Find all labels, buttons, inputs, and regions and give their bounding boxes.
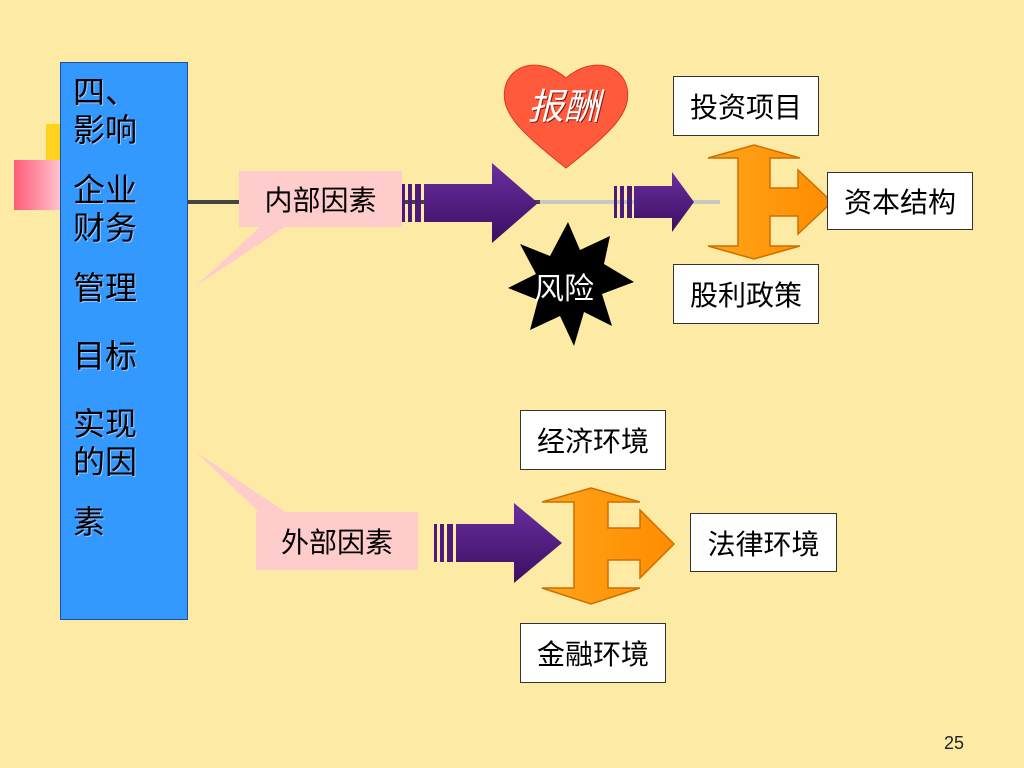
title-box: 四、 影响 企业 财务 管理 目标 实现 的因 素 xyxy=(60,62,188,620)
title-line: 目标 xyxy=(73,337,138,375)
heart-icon xyxy=(503,64,629,169)
decor-pink-square xyxy=(14,160,66,210)
title-line: 实现 的因 xyxy=(73,405,138,481)
capital-structure-box: 资本结构 xyxy=(827,172,973,230)
title-line: 四、 影响 xyxy=(73,73,138,149)
reward-label: 报酬 xyxy=(528,87,601,128)
title-line: 企业 财务 xyxy=(73,171,138,247)
external-three-way-arrow-icon xyxy=(541,487,676,605)
internal-factor-callout: 内部因素 xyxy=(239,171,402,227)
financial-environment-box: 金融环境 xyxy=(520,623,666,683)
title-line: 素 xyxy=(73,503,106,541)
external-factor-callout: 外部因素 xyxy=(256,512,418,570)
title-line: 管理 xyxy=(73,269,138,307)
internal-arrow-icon xyxy=(402,163,538,243)
internal-callout-tail xyxy=(196,225,288,286)
risk-label: 风险 xyxy=(534,272,594,307)
external-arrow-icon xyxy=(434,503,562,583)
investment-project-box: 投资项目 xyxy=(673,76,819,136)
economic-environment-box: 经济环境 xyxy=(520,410,666,470)
external-callout-tail xyxy=(196,452,290,515)
internal-arrow-small-icon xyxy=(614,172,694,232)
page-number: 25 xyxy=(943,733,964,753)
internal-three-way-arrow-icon xyxy=(707,144,834,260)
legal-environment-box: 法律环境 xyxy=(690,513,837,572)
starburst-icon xyxy=(508,222,634,346)
dividend-policy-box: 股利政策 xyxy=(673,264,819,324)
